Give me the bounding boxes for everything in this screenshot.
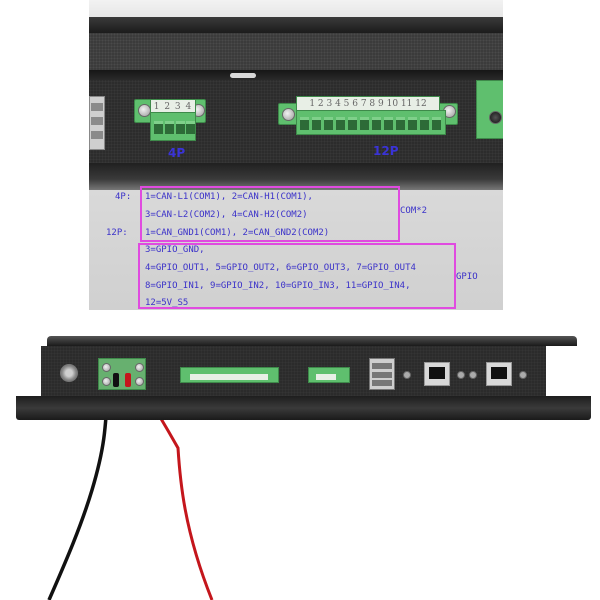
panel-ridge: [89, 70, 503, 80]
12p-prefix: 12P:: [106, 228, 128, 238]
4p-label: 4P: [168, 146, 186, 160]
usb-port-dual: [369, 358, 395, 390]
gpio-group-label: GPIO: [456, 272, 478, 282]
usb-port-stack: [89, 96, 105, 150]
12p-terminal-body: [296, 110, 446, 135]
dc-power-terminal: [98, 358, 146, 390]
screw-icon: [519, 371, 527, 379]
4p-prefix: 4P:: [115, 192, 132, 202]
photo-background: [89, 0, 503, 18]
gpio-line-3: 8=GPIO_IN1, 9=GPIO_IN2, 10=GPIO_IN3, 11=…: [145, 281, 411, 291]
12p-pin-strip-rear: [190, 374, 268, 380]
screw-icon: [403, 371, 411, 379]
gpio-line-1: 3=GPIO_GND,: [145, 245, 205, 255]
panel-lip: [89, 17, 503, 33]
panel-face: [89, 33, 503, 75]
4p-pin-strip-rear: [316, 374, 336, 380]
gpio-line-4: 12=5V_S5: [145, 298, 189, 308]
com-line-3: 1=CAN_GND1(COM1), 2=CAN_GND2(COM2): [145, 228, 330, 238]
panel-bottom-edge: [89, 163, 503, 190]
device-bezel-base: [16, 396, 591, 420]
device-top-edge: [47, 336, 577, 346]
screw-icon: [457, 371, 465, 379]
gpio-callout-box: [138, 243, 456, 309]
gpio-line-2: 4=GPIO_OUT1, 5=GPIO_OUT2, 6=GPIO_OUT3, 7…: [145, 263, 416, 273]
screw-icon: [282, 108, 295, 121]
connector-closeup-photo: 1 2 3 4 4P 1 2 3 4 5 6 7 8 9 10 11 12 12…: [89, 0, 503, 310]
rj45-lan-port-1: [424, 362, 450, 386]
com-callout-box: [140, 186, 400, 242]
screw-icon: [469, 371, 477, 379]
com-line-2: 3=CAN-L2(COM2), 4=CAN-H2(COM2): [145, 210, 308, 220]
power-button-icon: [60, 364, 78, 382]
4p-terminal-body: [150, 112, 196, 141]
rj45-lan-port-2: [486, 362, 512, 386]
led-indicator: [230, 73, 256, 78]
power-terminal-partial: [476, 80, 503, 139]
com-line-1: 1=CAN-L1(COM1), 2=CAN-H1(COM1),: [145, 192, 313, 202]
com-group-label: COM*2: [400, 206, 428, 216]
12p-label: 12P: [373, 144, 399, 158]
